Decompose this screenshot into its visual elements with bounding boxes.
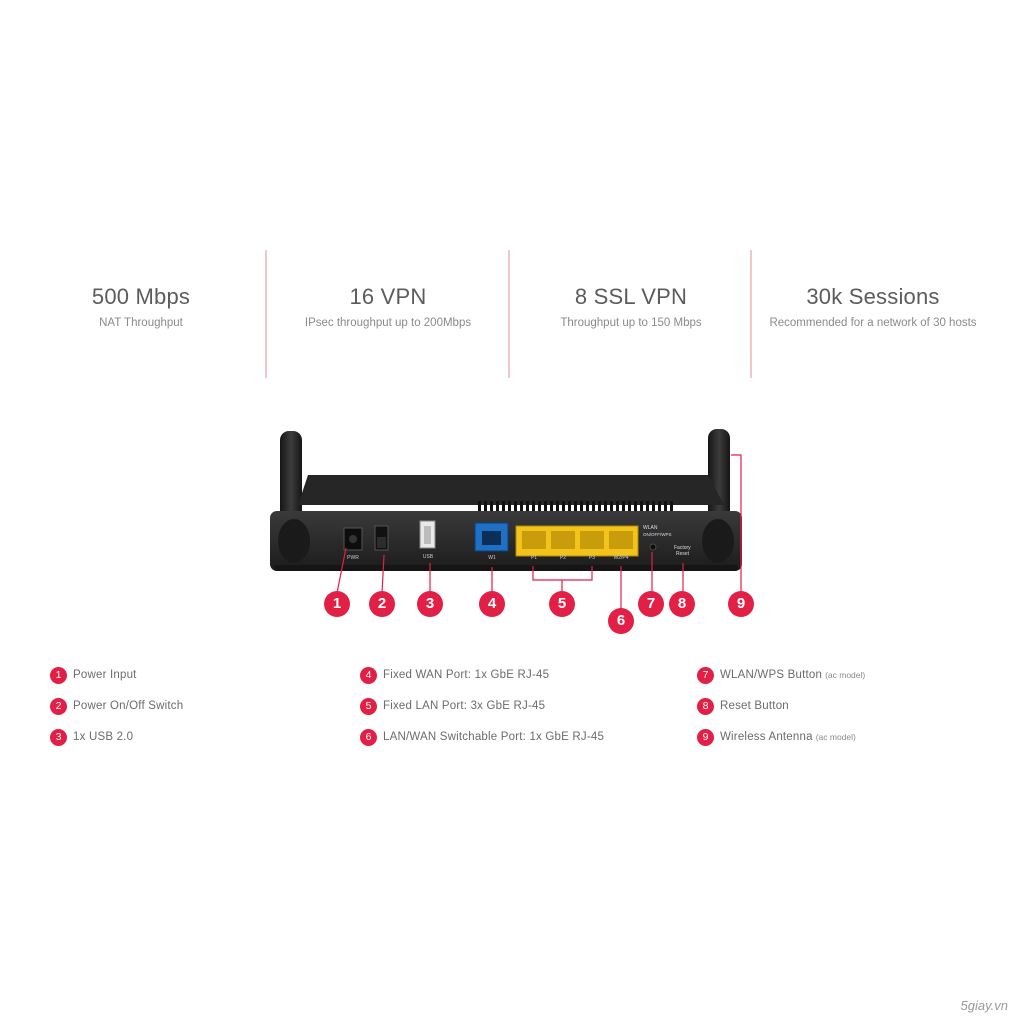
legend-item-wan-port: 4 Fixed WAN Port: 1x GbE RJ-45 (360, 665, 549, 685)
stat-label: IPsec throughput up to 200Mbps (304, 317, 472, 329)
p1-label: P1 (531, 555, 537, 561)
callout-1: 1 (324, 591, 350, 617)
divider (750, 250, 752, 378)
stat-sessions: 30k Sessions Recommended for a network o… (752, 250, 994, 378)
stats-row: 500 Mbps NAT Throughput 16 VPN IPsec thr… (20, 250, 1004, 378)
wlan-label-line1: WLAN (643, 525, 658, 531)
legend-text: Wireless Antenna (720, 731, 813, 743)
stat-value: 8 SSL VPN (574, 284, 688, 309)
callout-6: 6 (608, 608, 634, 634)
legend-text: Power On/Off Switch (73, 700, 184, 712)
legend-number: 9 (697, 728, 714, 746)
antenna-base-left (278, 519, 310, 563)
p2-label: P2 (560, 555, 566, 561)
callout-2: 2 (369, 591, 395, 617)
lan-port-p3 (580, 531, 604, 549)
legend-number: 1 (50, 666, 67, 684)
legend-item-reset-button: 8 Reset Button (697, 696, 789, 716)
stat-label: NAT Throughput (99, 317, 183, 329)
legend-text: WLAN/WPS Button (720, 669, 823, 681)
legend-text: 1x USB 2.0 (73, 731, 134, 743)
legend-number: 7 (697, 666, 714, 684)
legend-text: Fixed LAN Port: 3x GbE RJ-45 (383, 700, 546, 712)
wlan-wps-button (649, 543, 657, 551)
legend-item-switchable-port: 6 LAN/WAN Switchable Port: 1x GbE RJ-45 (360, 727, 604, 747)
stat-vpn: 16 VPN IPsec throughput up to 200Mbps (267, 250, 509, 378)
vents (478, 501, 673, 511)
lan-port-p2 (551, 531, 575, 549)
stat-value: 500 Mbps (91, 284, 191, 309)
w2p4-label: W2/P4 (613, 555, 628, 561)
legend-item-lan-port: 5 Fixed LAN Port: 3x GbE RJ-45 (360, 696, 545, 716)
callout-8: 8 (669, 591, 695, 617)
antenna-base-right (702, 519, 734, 563)
callout-7: 7 (638, 591, 664, 617)
legend-item-power-switch: 2 Power On/Off Switch (50, 696, 183, 716)
legend-number: 4 (360, 666, 377, 684)
legend-number: 2 (50, 697, 67, 715)
usb-label: USB (423, 554, 434, 560)
legend-number: 5 (360, 697, 377, 715)
stat-label: Recommended for a network of 30 hosts (769, 317, 977, 329)
legend-number: 6 (360, 728, 377, 746)
stat-nat-throughput: 500 Mbps NAT Throughput (20, 250, 262, 378)
divider (508, 250, 510, 378)
pwr-label: PWR (347, 555, 359, 561)
callout-5: 5 (549, 591, 575, 617)
reset-label-line1: Factory (674, 545, 691, 551)
legend-text: Fixed WAN Port: 1x GbE RJ-45 (383, 669, 550, 681)
legend-item-antenna: 9 Wireless Antenna (ac model) (697, 727, 856, 747)
router-back-panel: PWR USB W1 P1 P2 P3 W2/P4 WLAN ON/OFF/WP… (270, 429, 742, 571)
callout-9: 9 (728, 591, 754, 617)
legend-number: 8 (697, 697, 714, 715)
callout-3: 3 (417, 591, 443, 617)
legend-note: (ac model) (825, 670, 866, 680)
legend-item-usb: 3 1x USB 2.0 (50, 727, 133, 747)
legend-number: 3 (50, 728, 67, 746)
lan-port-p1 (522, 531, 546, 549)
legend-text: Power Input (73, 669, 137, 681)
legend-item-power-input: 1 Power Input (50, 665, 137, 685)
legend-note: (ac model) (815, 732, 856, 742)
stat-value: 30k Sessions (806, 284, 940, 309)
divider (265, 250, 267, 378)
device-top (298, 475, 724, 505)
legend-text: LAN/WAN Switchable Port: 1x GbE RJ-45 (383, 731, 605, 743)
watermark: 5giay.vn (960, 998, 1008, 1013)
wlan-label-line2: ON/OFF/WPS (643, 532, 672, 537)
stat-label: Throughput up to 150 Mbps (560, 317, 702, 329)
reset-label-line2: Reset (676, 551, 690, 557)
wan-label: W1 (488, 555, 496, 561)
legend-item-wlan-button: 7 WLAN/WPS Button (ac model) (697, 665, 865, 685)
stat-value: 16 VPN (349, 284, 427, 309)
lan-port-w2p4 (609, 531, 633, 549)
stat-ssl-vpn: 8 SSL VPN Throughput up to 150 Mbps (510, 250, 752, 378)
p3-label: P3 (589, 555, 595, 561)
callout-4: 4 (479, 591, 505, 617)
legend-text: Reset Button (720, 700, 789, 712)
